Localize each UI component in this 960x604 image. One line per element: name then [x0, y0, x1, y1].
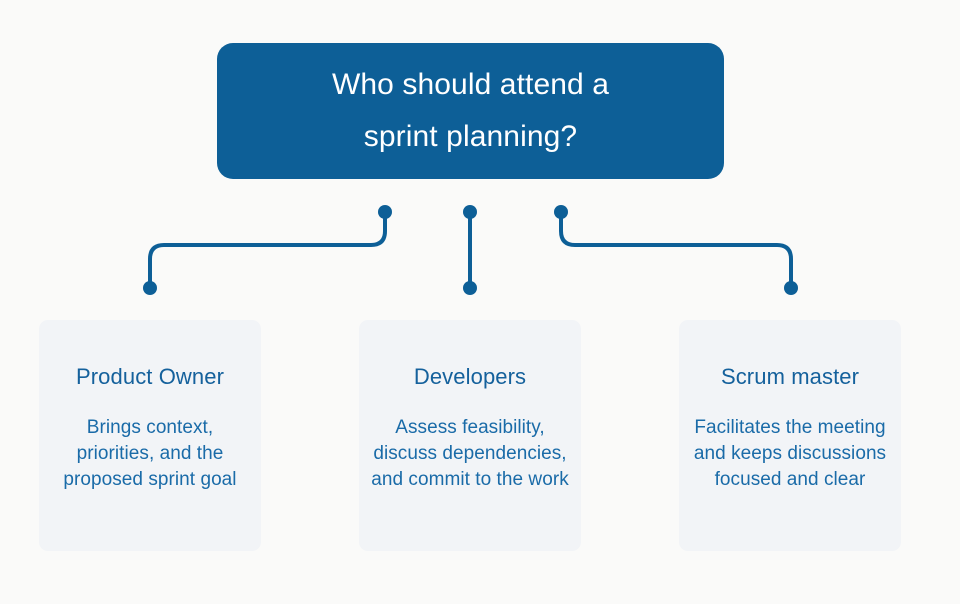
- connector-end-dot-product-owner: [143, 281, 157, 295]
- connector-start-dot-scrum-master: [554, 205, 568, 219]
- connector-path-scrum-master: [559, 212, 793, 288]
- connector-end-dot-developers: [463, 281, 477, 295]
- card-title-scrum-master: Scrum master: [720, 364, 860, 389]
- card-title-product-owner: Product Owner: [75, 364, 225, 389]
- connector-path-product-owner: [148, 212, 387, 288]
- card-developers[interactable]: Developers Assess feasibility, discuss d…: [359, 320, 581, 551]
- connector-to-scrum-master: [554, 205, 798, 295]
- card-body-developers: Assess feasibility, discuss dependencies…: [371, 416, 569, 490]
- card-body-product-owner: Brings context, priorities, and the prop…: [63, 416, 237, 490]
- root-question-label: Who should attend a sprint planning?: [331, 68, 610, 153]
- card-product-owner[interactable]: Product Owner Brings context, priorities…: [39, 320, 261, 551]
- connector-start-dot-product-owner: [378, 205, 392, 219]
- connector-to-product-owner: [143, 205, 392, 295]
- connector-end-dot-scrum-master: [784, 281, 798, 295]
- root-question-node[interactable]: Who should attend a sprint planning?: [217, 43, 724, 179]
- connector-start-dot-developers: [463, 205, 477, 219]
- card-body-scrum-master: Facilitates the meeting and keeps discus…: [693, 416, 887, 490]
- connector-to-developers: [463, 205, 477, 295]
- card-title-developers: Developers: [413, 364, 527, 389]
- card-scrum-master[interactable]: Scrum master Facilitates the meeting and…: [679, 320, 901, 551]
